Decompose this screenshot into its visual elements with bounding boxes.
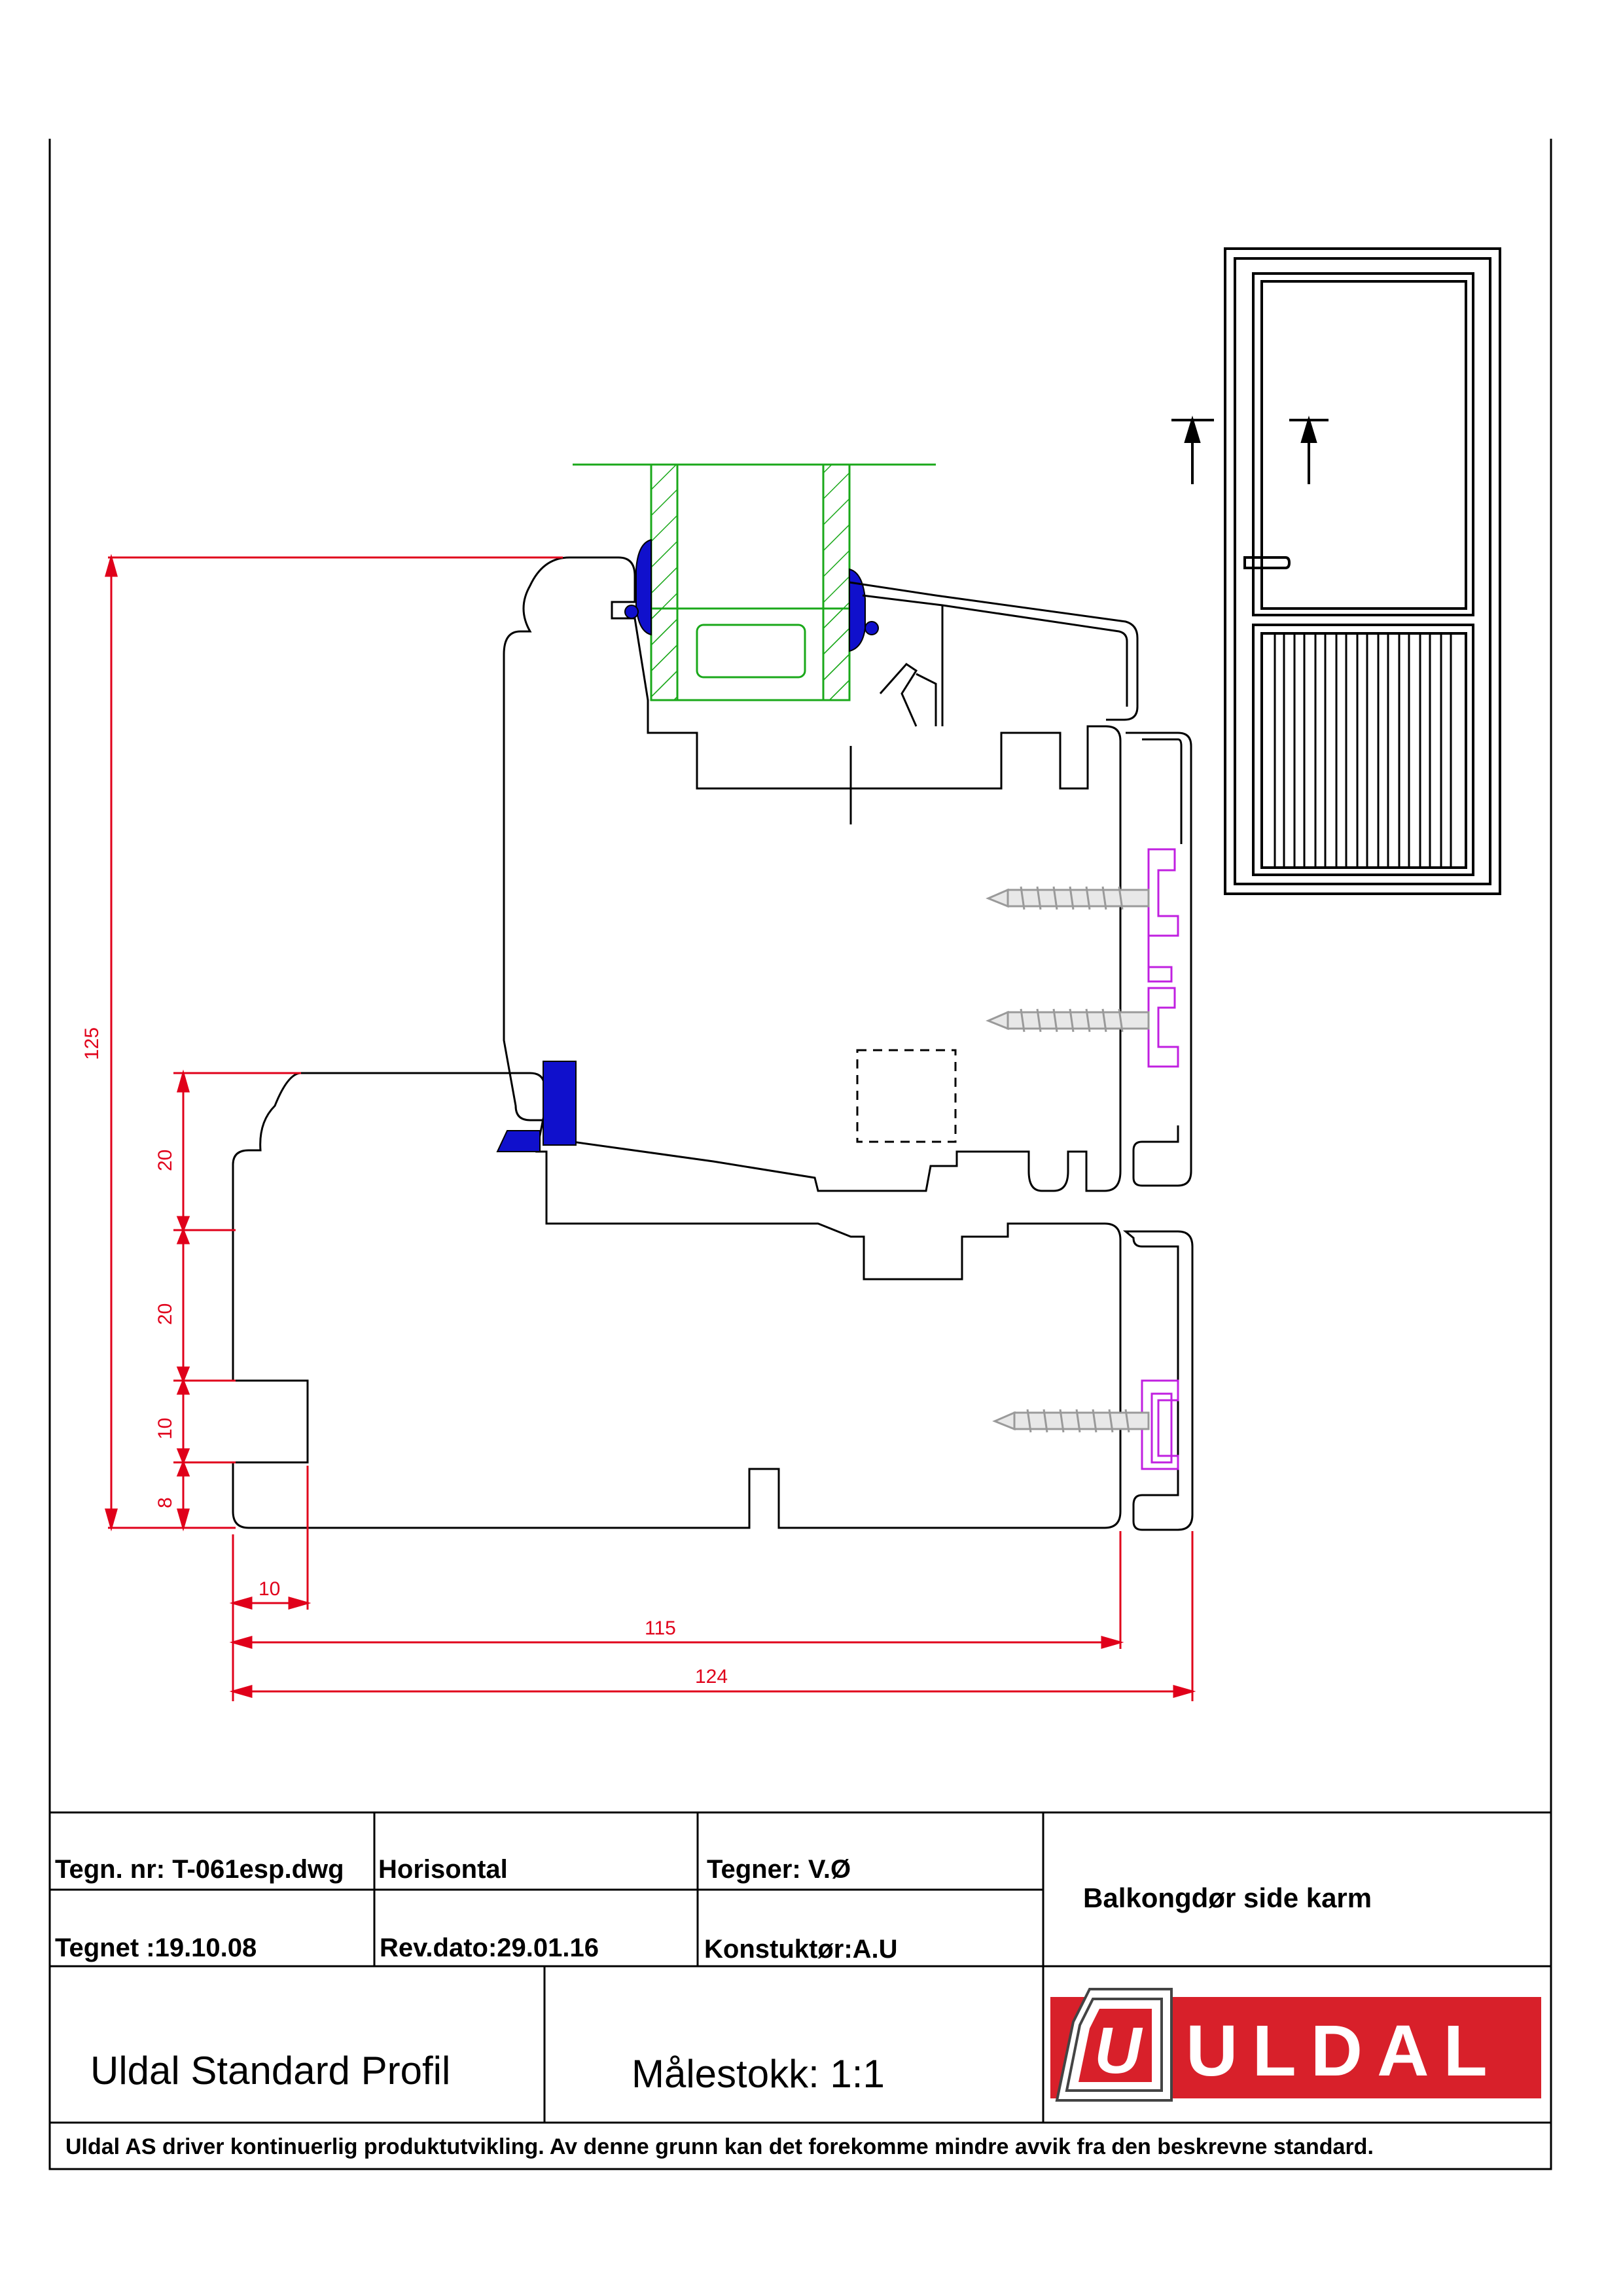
frame-seal-lip	[496, 1130, 541, 1152]
glazing-gasket-right	[849, 568, 866, 652]
drawing-orientation: Horisontal	[378, 1855, 508, 1884]
frame-profile	[232, 1072, 1122, 1529]
glazing-gasket-left	[635, 539, 652, 636]
uldal-logo: U ULDAL	[1050, 1988, 1541, 2102]
door-handle-icon	[1243, 556, 1291, 569]
drawn-by: Tegner: V.Ø	[707, 1855, 851, 1884]
screw-icon	[986, 1008, 1150, 1033]
clip-middle	[1147, 987, 1179, 1068]
dimension-labels: 125 20 20 10 8 10 115 124	[81, 1027, 728, 1687]
sheet-border	[48, 139, 1552, 1812]
frame-cladding-strip	[1122, 1230, 1194, 1531]
title-block	[48, 1811, 1552, 2170]
drawing-scale: Målestokk: 1:1	[632, 2052, 885, 2096]
door-panel-slats	[1274, 633, 1452, 868]
sash-cladding-strip	[1126, 732, 1192, 1187]
door-elevation-keyplan	[1171, 247, 1501, 895]
window-emblem-icon: U	[1055, 1988, 1173, 2102]
sash-profile	[503, 556, 1122, 1192]
profile-name: Uldal Standard Profil	[90, 2049, 450, 2093]
gaskets	[496, 539, 879, 1152]
dim-total-height: 125	[81, 1027, 103, 1060]
frame-seal-gasket	[543, 1061, 577, 1146]
constructor: Konstuktør:A.U	[704, 1935, 898, 1964]
dimension-lines	[105, 554, 1196, 1701]
cladding-clips	[1141, 848, 1179, 1470]
section-arrow-right-icon	[1289, 415, 1329, 484]
screws	[986, 886, 1150, 1433]
drawn-date: Tegnet :19.10.08	[55, 1934, 257, 1962]
dim-segment-d: 8	[154, 1497, 176, 1508]
glass-unit	[573, 463, 936, 701]
clip-upper	[1147, 848, 1179, 983]
dim-rebate-width: 10	[259, 1578, 280, 1600]
logo-wordmark: ULDAL	[1186, 2011, 1502, 2091]
title-block-text: Tegn. nr: T-061esp.dwg Horisontal Tegner…	[55, 1855, 1374, 2159]
drawing-number: Tegn. nr: T-061esp.dwg	[55, 1855, 344, 1884]
drawing-description: Balkongdør side karm	[1083, 1882, 1372, 1913]
hidden-hardware-outline	[856, 1049, 957, 1143]
aluminium-cladding	[849, 581, 1194, 1531]
clip-lower	[1141, 1379, 1179, 1470]
screw-icon	[986, 886, 1150, 910]
screw-icon	[992, 1409, 1150, 1433]
dim-segment-b: 20	[154, 1303, 176, 1325]
dim-frame-width: 115	[645, 1617, 676, 1639]
dim-segment-c: 10	[154, 1418, 176, 1439]
dim-overall-width: 124	[695, 1666, 728, 1687]
logo-mark: U	[1094, 2014, 1143, 2087]
dim-segment-a: 20	[154, 1150, 176, 1171]
revision-date: Rev.dato:29.01.16	[380, 1934, 599, 1962]
drip-cap	[849, 581, 1139, 721]
section-arrow-left-icon	[1171, 415, 1214, 484]
disclaimer-text: Uldal AS driver kontinuerlig produktutvi…	[65, 2134, 1374, 2159]
